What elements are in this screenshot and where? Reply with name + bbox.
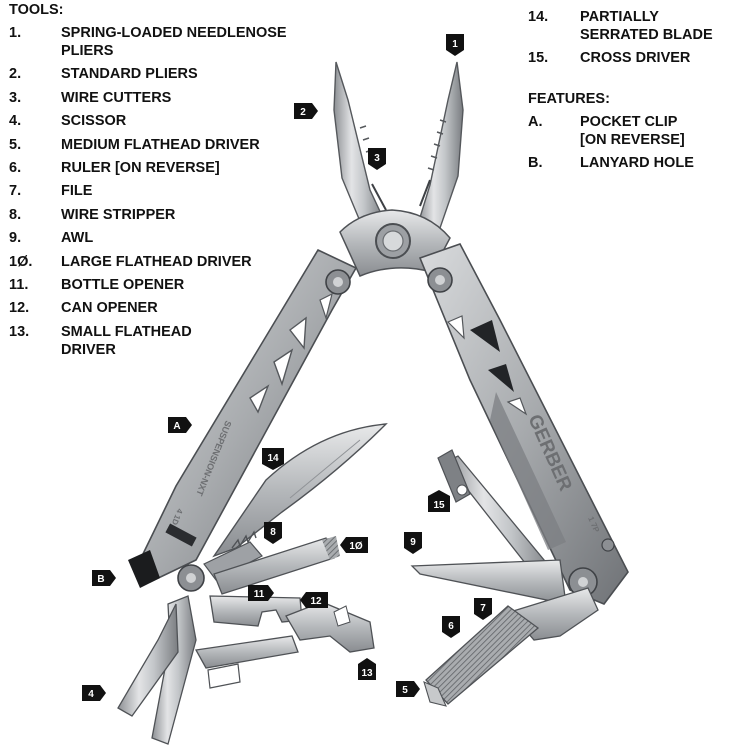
list-item: 8.WIRE STRIPPER xyxy=(9,206,176,223)
list-item: 13.SMALL FLATHEAD DRIVER xyxy=(9,323,192,358)
svg-text:4: 4 xyxy=(88,689,94,700)
svg-text:12: 12 xyxy=(310,596,322,607)
svg-text:13: 13 xyxy=(361,668,373,679)
svg-text:B: B xyxy=(97,574,104,585)
svg-text:1Ø: 1Ø xyxy=(349,541,363,552)
callout-5: 5 xyxy=(396,681,420,697)
list-item: 9.AWL xyxy=(9,230,94,247)
list-item: 11.BOTTLE OPENER xyxy=(9,276,185,293)
svg-text:5: 5 xyxy=(402,685,408,696)
partially-serrated-blade xyxy=(212,423,388,558)
svg-text:3: 3 xyxy=(374,153,380,164)
scissor xyxy=(117,595,299,745)
list-item: 6.RULER [ON REVERSE] xyxy=(9,159,220,176)
list-item: 2.STANDARD PLIERS xyxy=(9,66,198,83)
callout-15: 15 xyxy=(428,490,450,512)
callout-9: 9 xyxy=(404,532,422,554)
callout-13: 13 xyxy=(358,658,376,680)
callout-b: B xyxy=(92,570,116,586)
svg-text:6: 6 xyxy=(448,621,454,632)
svg-text:2: 2 xyxy=(300,107,306,118)
svg-text:A: A xyxy=(173,421,180,432)
callout-6: 6 xyxy=(442,616,460,638)
svg-text:9: 9 xyxy=(410,537,416,548)
svg-text:8: 8 xyxy=(270,527,276,538)
tools-header: TOOLS: xyxy=(9,2,64,18)
list-item: 1.SPRING-LOADED NEEDLENOSE PLIERS xyxy=(9,25,287,59)
callout-2: 2 xyxy=(294,103,318,119)
callout-1: 1 xyxy=(446,34,464,56)
list-item: 12.CAN OPENER xyxy=(9,300,158,317)
tools-list-continued: 14.PARTIALLY SERRATED BLADE 15.CROSS DRI… xyxy=(528,8,748,73)
list-item: B.LANYARD HOLE xyxy=(528,155,694,172)
right-handle xyxy=(418,243,629,605)
callout-3: 3 xyxy=(368,148,386,170)
file-and-driver xyxy=(423,587,599,707)
needlenose-pliers xyxy=(333,61,464,229)
svg-text:1: 1 xyxy=(452,39,458,50)
list-item: 7.FILE xyxy=(9,183,93,200)
svg-text:7: 7 xyxy=(480,603,486,614)
callout-4: 4 xyxy=(82,685,106,701)
svg-text:14: 14 xyxy=(267,453,279,464)
list-item: 5.MEDIUM FLATHEAD DRIVER xyxy=(9,136,260,153)
list-item: 1Ø.LARGE FLATHEAD DRIVER xyxy=(9,253,252,270)
list-item: 15.CROSS DRIVER xyxy=(528,50,691,67)
list-item: A.POCKET CLIP [ON REVERSE] xyxy=(528,114,685,148)
tools-list: 1.SPRING-LOADED NEEDLENOSE PLIERS 2.STAN… xyxy=(9,24,309,364)
svg-text:15: 15 xyxy=(433,500,445,511)
list-item: 3.WIRE CUTTERS xyxy=(9,89,172,106)
list-item: 4.SCISSOR xyxy=(9,113,127,130)
callout-a: A xyxy=(168,417,192,433)
callout-14: 14 xyxy=(262,448,284,470)
callout-7: 7 xyxy=(474,598,492,620)
callout-10: 1Ø xyxy=(340,537,368,553)
features-list: A.POCKET CLIP [ON REVERSE] B.LANYARD HOL… xyxy=(528,113,748,178)
callout-8: 8 xyxy=(264,522,282,544)
callout-12: 12 xyxy=(300,592,328,608)
can-opener xyxy=(285,601,375,653)
list-item: 14.PARTIALLY SERRATED BLADE xyxy=(528,9,713,43)
wire-stripper xyxy=(203,541,263,581)
left-handle xyxy=(128,248,358,592)
large-flathead-driver xyxy=(213,536,340,595)
cross-driver xyxy=(437,449,555,583)
bottle-opener xyxy=(209,595,303,627)
callout-11: 11 xyxy=(248,585,274,601)
features-header: FEATURES: xyxy=(528,91,610,107)
awl xyxy=(410,559,567,605)
svg-text:11: 11 xyxy=(254,589,265,600)
